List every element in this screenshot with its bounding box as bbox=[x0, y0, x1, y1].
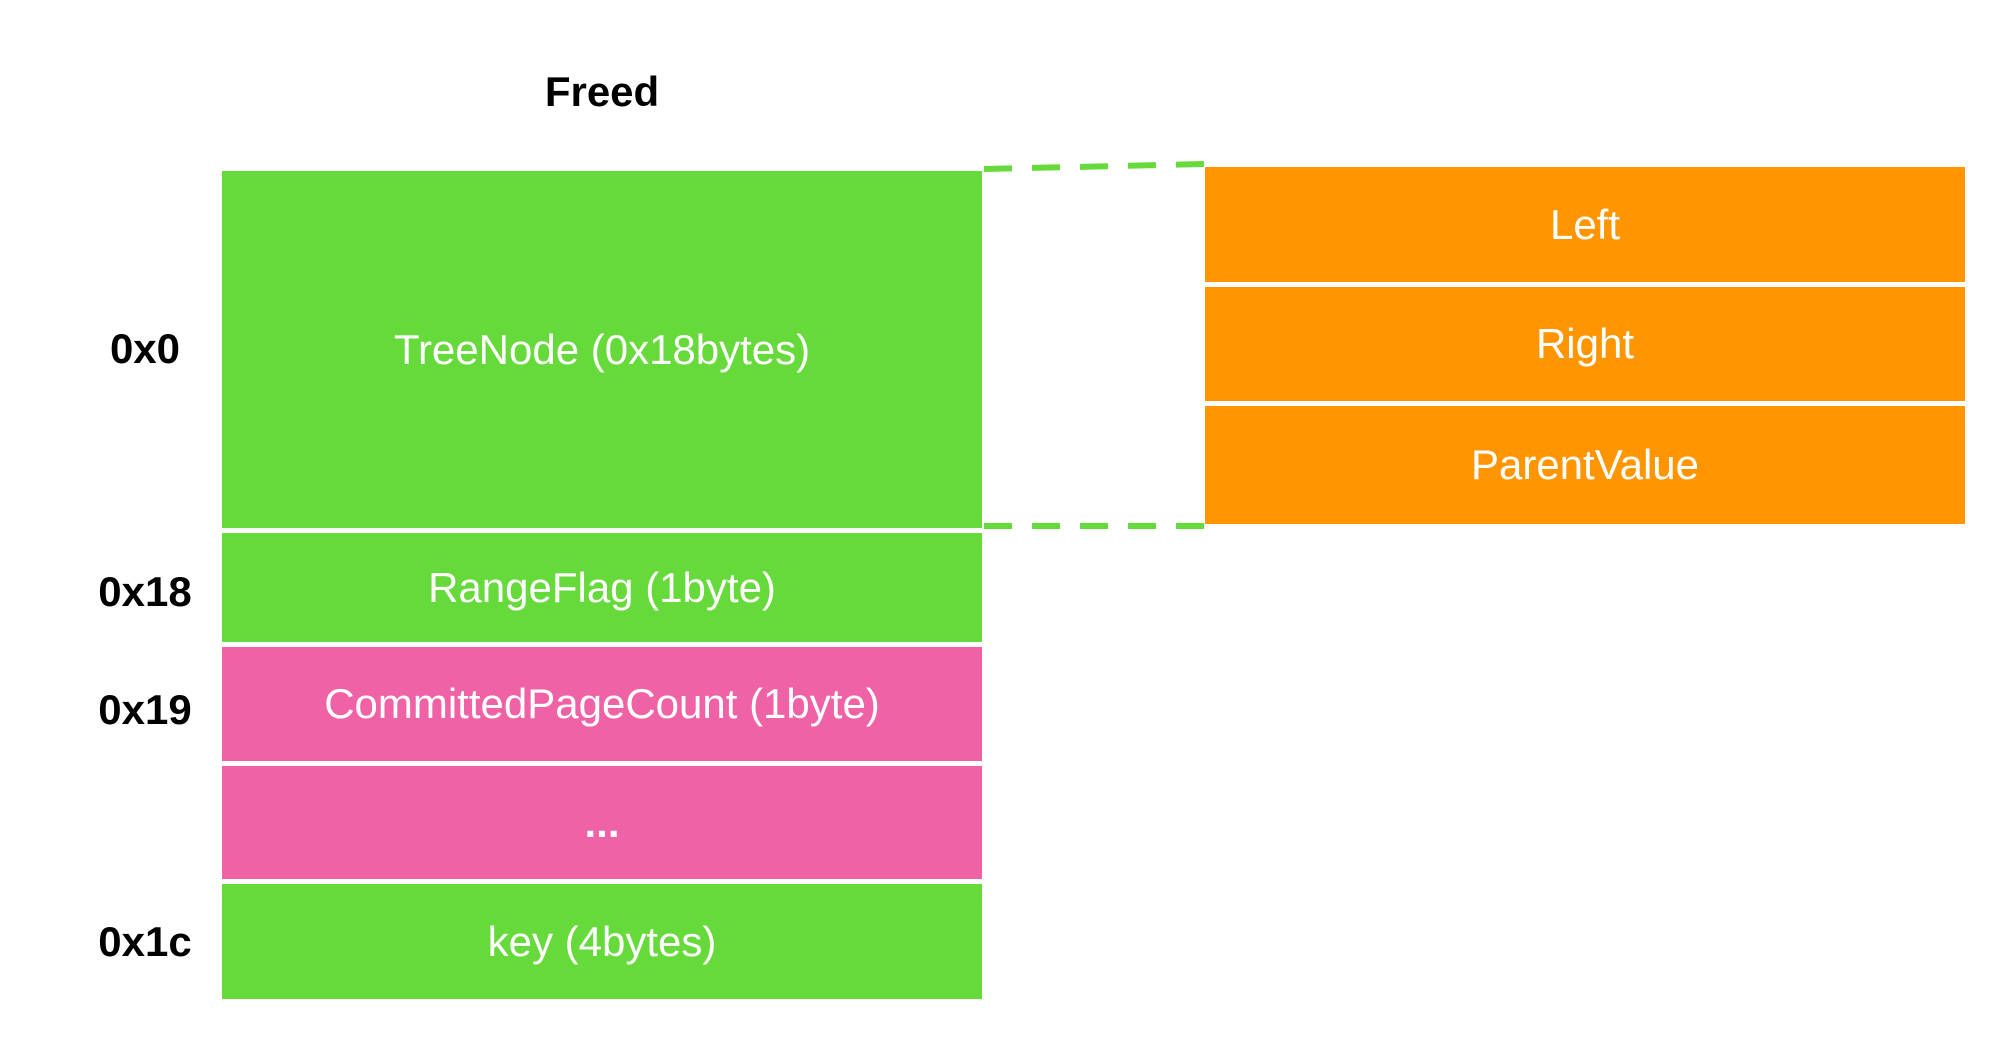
diagram-title: Freed bbox=[544, 68, 660, 115]
field-key: key (4bytes) bbox=[222, 884, 982, 999]
field-rangeflag: RangeFlag (1byte) bbox=[222, 533, 982, 642]
treenode-field-left-label: Left bbox=[1549, 200, 1621, 248]
treenode-field-left: Left bbox=[1205, 167, 1965, 282]
offset-label-committedpagecount: 0x19 bbox=[98, 686, 192, 733]
offset-label-treenode: 0x0 bbox=[109, 325, 181, 372]
treenode-field-parentvalue-label: ParentValue bbox=[1470, 441, 1700, 488]
field-committedpagecount-label: CommittedPageCount (1byte) bbox=[324, 680, 880, 727]
treenode-field-right: Right bbox=[1205, 287, 1965, 401]
field-padding-label: ... bbox=[584, 798, 620, 846]
field-treenode: TreeNode (0x18bytes) bbox=[222, 171, 982, 528]
offset-label-rangeflag: 0x18 bbox=[98, 568, 192, 615]
treenode-field-parentvalue: ParentValue bbox=[1205, 406, 1965, 524]
connector-top-line bbox=[983, 161, 1206, 172]
field-rangeflag-label: RangeFlag (1byte) bbox=[428, 563, 776, 611]
offset-label-key: 0x1c bbox=[98, 918, 192, 965]
field-committedpagecount: CommittedPageCount (1byte) bbox=[222, 647, 982, 761]
treenode-field-right-label: Right bbox=[1535, 320, 1635, 367]
field-treenode-label: TreeNode (0x18bytes) bbox=[393, 325, 811, 373]
field-padding: ... bbox=[222, 766, 982, 879]
field-key-label: key (4bytes) bbox=[487, 917, 717, 965]
